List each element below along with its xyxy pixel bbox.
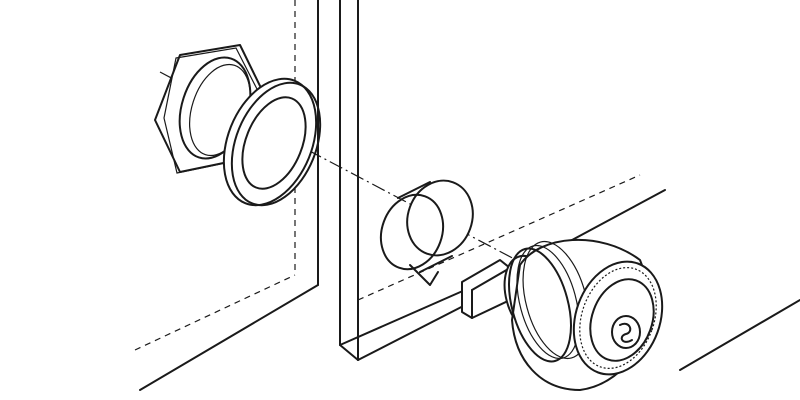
spacer-ring [379,179,474,286]
cam-lock-body [461,238,664,391]
washer [222,77,322,207]
keyhole-icon [611,315,641,349]
right-panel [339,0,800,371]
